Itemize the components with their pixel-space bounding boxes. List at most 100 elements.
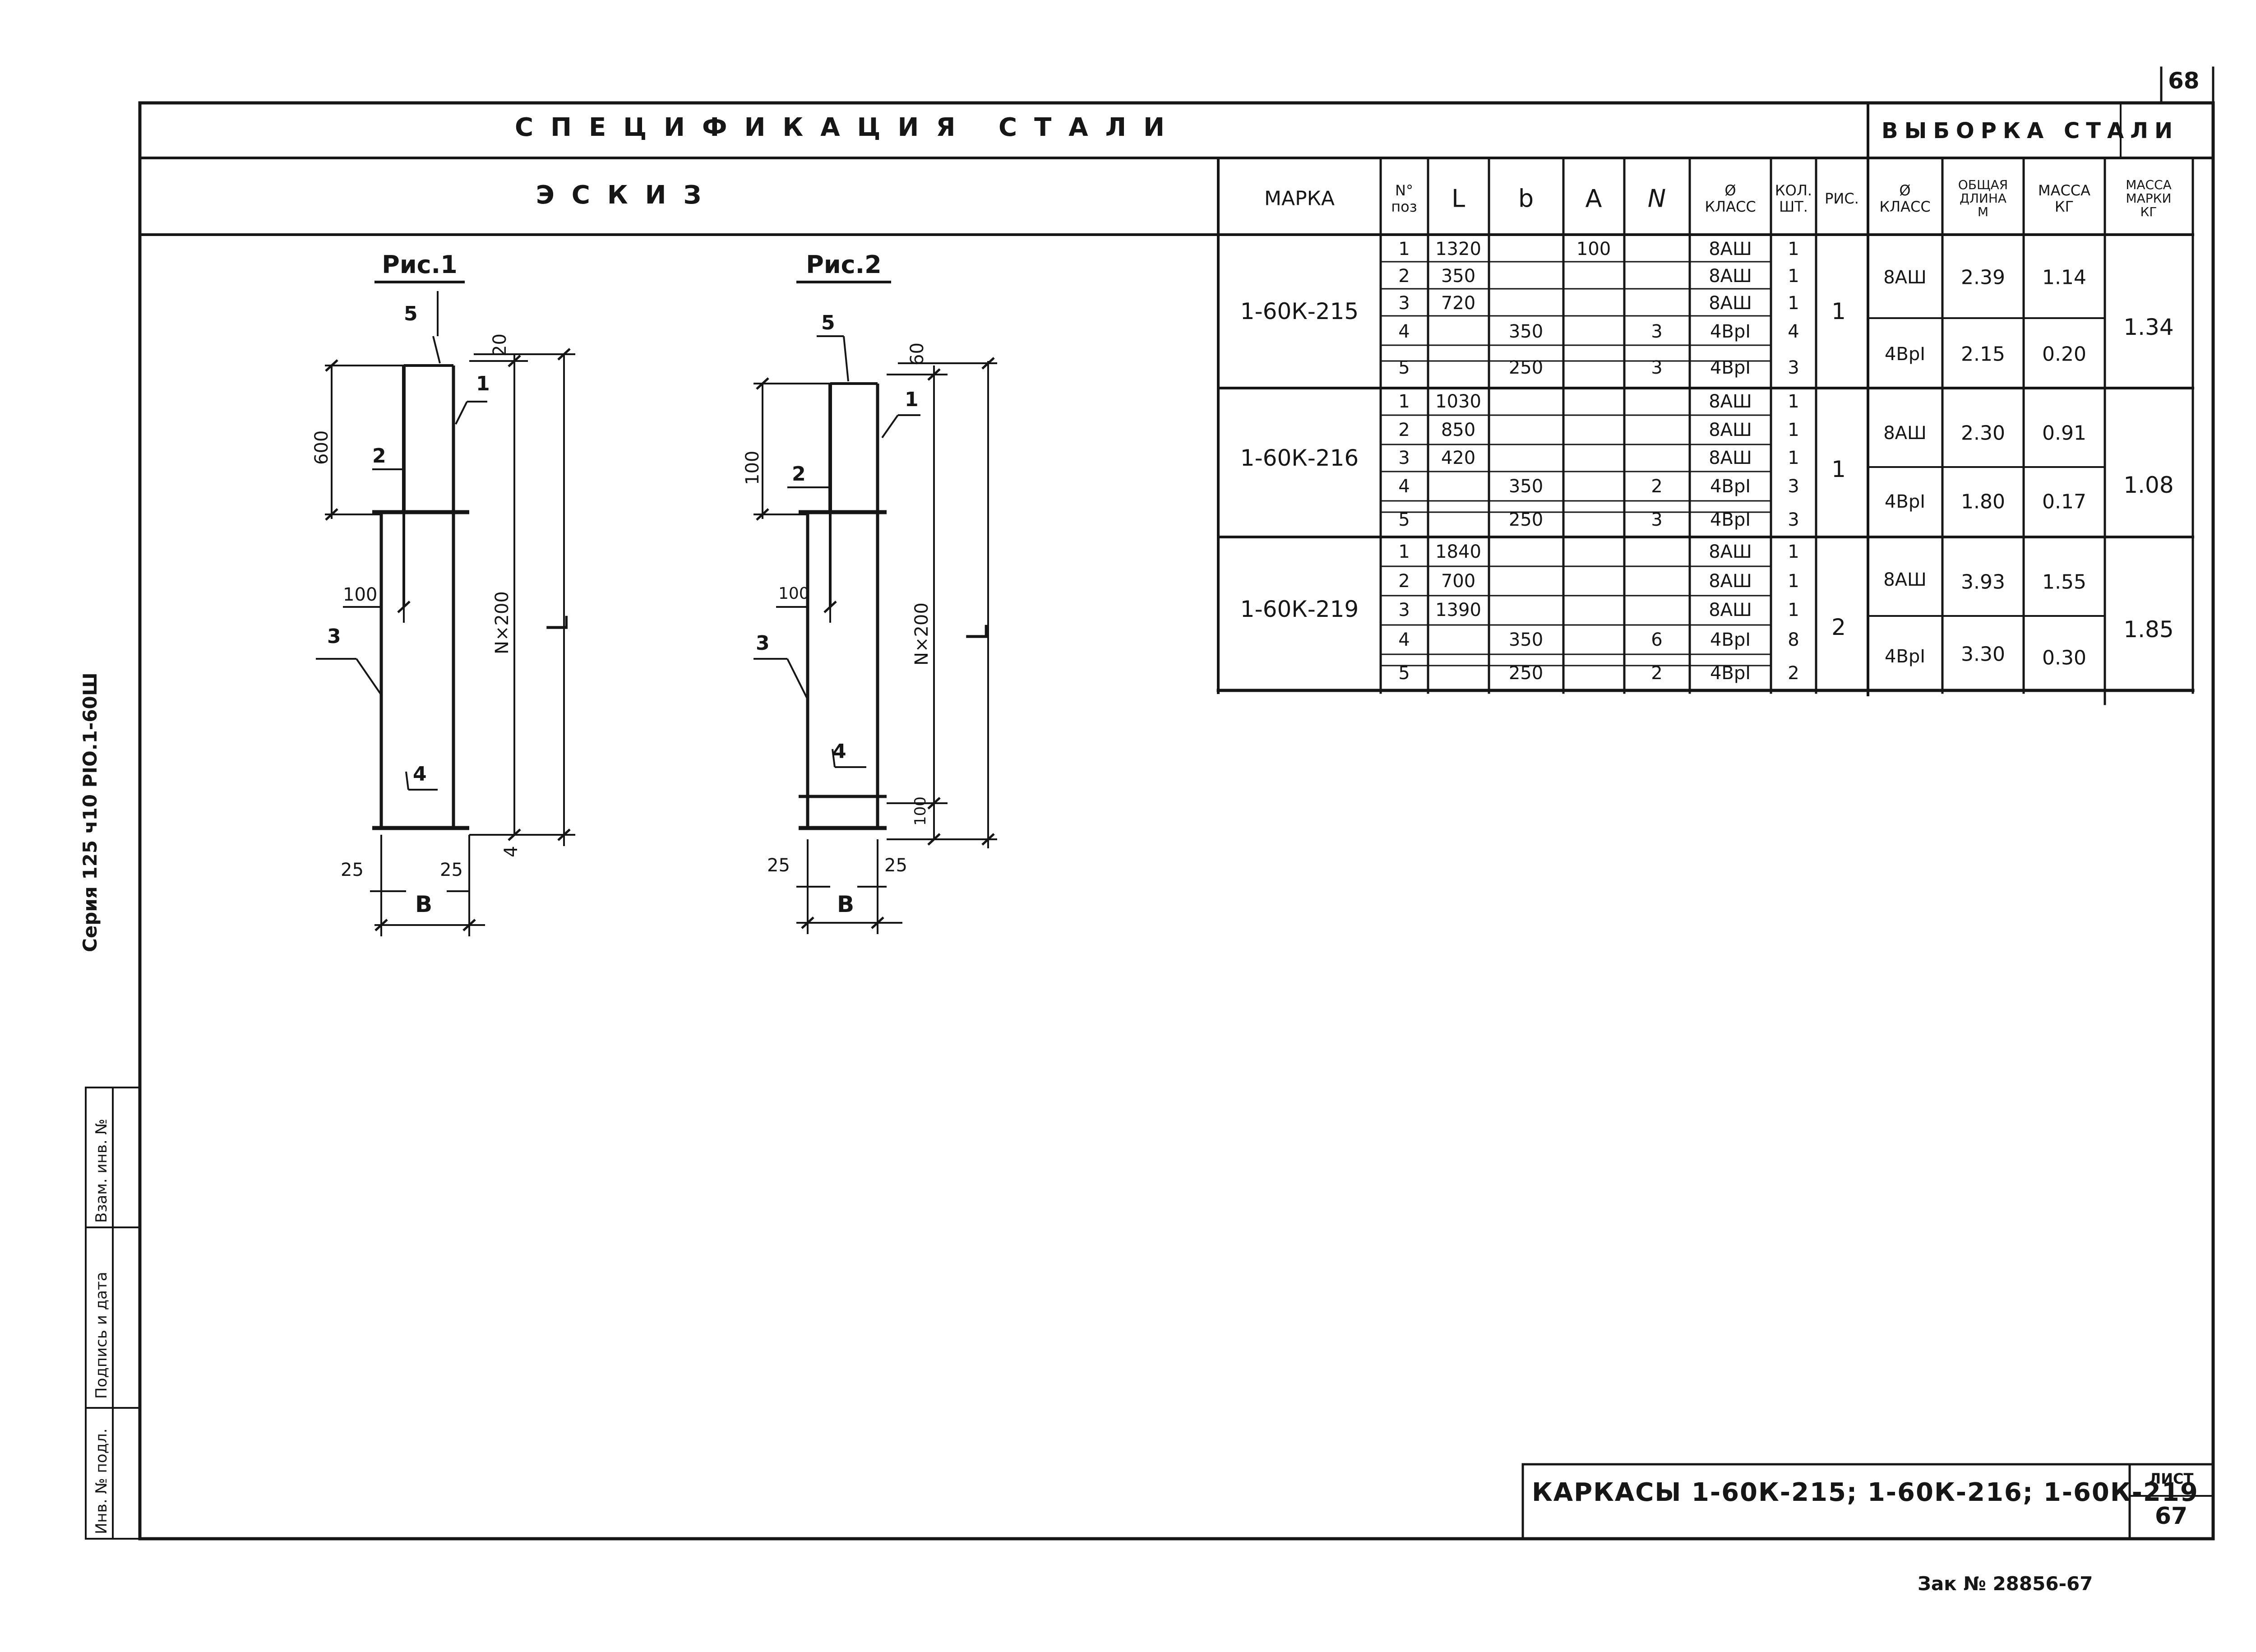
sample-class: 4ВрI — [1884, 646, 1926, 667]
row-qty: 2 — [1788, 663, 1799, 684]
row-qty: 8 — [1788, 629, 1799, 650]
fig2-pos2: 2 — [792, 463, 806, 486]
row-class: 4ВрI — [1710, 476, 1751, 497]
row-N: 6 — [1651, 629, 1663, 650]
fig1-pos1: 1 — [476, 372, 490, 395]
fig2-dim-right: 25 — [884, 855, 907, 876]
fig2-dim-width: В — [837, 891, 855, 917]
row-class: 4ВрI — [1710, 629, 1751, 650]
left-stamp-inv: Инв. № подл. — [92, 1428, 111, 1534]
fig1-dim-left: 25 — [341, 860, 364, 880]
row-qty: 1 — [1788, 391, 1799, 412]
fig1-pos3: 3 — [327, 625, 341, 648]
sheet-number: 67 — [2154, 1503, 2188, 1530]
row-N: 2 — [1651, 476, 1663, 497]
row-pos: 4 — [1398, 629, 1410, 650]
mark-total: 1.85 — [2123, 616, 2174, 643]
fig1-pos5: 5 — [404, 302, 418, 325]
spec-title: СПЕЦИФИКАЦИЯ СТАЛИ — [514, 113, 1182, 142]
row-pos: 5 — [1398, 357, 1410, 378]
sample-mass: 0.20 — [2042, 342, 2086, 366]
sample-class: 4ВрI — [1884, 491, 1926, 512]
row-class: 8АШ — [1709, 420, 1752, 440]
col-pos: N°поз — [1391, 182, 1417, 215]
row-qty: 3 — [1788, 357, 1799, 378]
fig2-pos3: 3 — [756, 632, 770, 655]
row-L: 850 — [1441, 420, 1476, 440]
mark-fig: 1 — [1831, 298, 1846, 324]
row-L: 1030 — [1435, 391, 1481, 412]
row-b: 350 — [1508, 321, 1544, 342]
row-qty: 3 — [1788, 509, 1799, 530]
fig2-pos1: 1 — [905, 388, 919, 411]
row-L: 720 — [1441, 293, 1476, 314]
sketch-title: ЭСКИЗ — [536, 180, 719, 210]
col-N: N — [1647, 184, 1666, 213]
fig1-dim-spacing: N×200 — [492, 591, 513, 654]
col-b: b — [1518, 184, 1534, 213]
row-class: 8АШ — [1709, 600, 1752, 620]
row-b: 250 — [1508, 663, 1544, 684]
fig1-dim-h1: 600 — [311, 430, 332, 465]
fig1-dim-L: L — [541, 615, 575, 632]
row-pos: 2 — [1398, 266, 1410, 287]
series-label: Серия 125 ч10 РІО.1-60Ш — [79, 672, 101, 952]
row-N: 3 — [1651, 509, 1663, 530]
col-qty: КОЛ.ШТ. — [1775, 182, 1812, 215]
row-class: 8АШ — [1709, 448, 1752, 468]
fig1-dim-inset: 100 — [343, 584, 378, 605]
row-qty: 3 — [1788, 476, 1799, 497]
fig1-pos4: 4 — [413, 763, 427, 786]
page-number: 68 — [2168, 68, 2200, 94]
row-L: 420 — [1441, 448, 1476, 468]
mark-name: 1-60К-215 — [1240, 298, 1359, 324]
row-class: 8АШ — [1709, 293, 1752, 314]
row-pos: 1 — [1398, 541, 1410, 562]
row-L: 1390 — [1435, 600, 1481, 620]
row-qty: 1 — [1788, 293, 1799, 314]
fig2-drawing — [754, 281, 997, 934]
fig2-dim-left: 25 — [767, 855, 790, 876]
sample-mass: 0.30 — [2042, 646, 2086, 670]
row-qty: 1 — [1788, 448, 1799, 468]
row-N: 2 — [1651, 663, 1663, 684]
row-b: 350 — [1508, 476, 1544, 497]
fig2-title: Рис.2 — [806, 250, 882, 279]
fig1-dim-right: 25 — [440, 860, 463, 880]
row-qty: 1 — [1788, 266, 1799, 287]
row-N: 3 — [1651, 321, 1663, 342]
fig1-dim-width: В — [415, 891, 433, 917]
fig1-dim-bottom: 4 — [501, 846, 522, 857]
row-A: 100 — [1576, 239, 1611, 259]
sample-class: 4ВрI — [1884, 344, 1926, 365]
row-L: 1320 — [1435, 239, 1481, 259]
row-b: 250 — [1508, 357, 1544, 378]
sample-title: ВЫБОРКА СТАЛИ — [1882, 118, 2179, 143]
row-pos: 5 — [1398, 663, 1410, 684]
row-class: 4ВрI — [1710, 357, 1751, 378]
mark-fig: 2 — [1831, 614, 1846, 640]
row-class: 8АШ — [1709, 541, 1752, 562]
fig1-drawing — [316, 281, 575, 936]
fig2-dim-top: 60 — [907, 342, 928, 366]
row-qty: 1 — [1788, 600, 1799, 620]
sample-class: 8АШ — [1883, 267, 1927, 288]
sample-length: 3.93 — [1961, 570, 2005, 594]
row-class: 8АШ — [1709, 391, 1752, 412]
fig2-pos5: 5 — [821, 311, 835, 334]
sample-mass: 0.17 — [2042, 490, 2086, 514]
row-qty: 1 — [1788, 541, 1799, 562]
col-A: A — [1585, 184, 1602, 213]
row-pos: 4 — [1398, 476, 1410, 497]
col-L: L — [1451, 184, 1465, 213]
row-pos: 1 — [1398, 239, 1410, 259]
fig2-dim-L: L — [961, 625, 994, 641]
sample-length: 2.39 — [1961, 266, 2005, 289]
row-pos: 3 — [1398, 448, 1410, 468]
row-pos: 4 — [1398, 321, 1410, 342]
fig2-dim-spacing: N×200 — [911, 602, 932, 666]
